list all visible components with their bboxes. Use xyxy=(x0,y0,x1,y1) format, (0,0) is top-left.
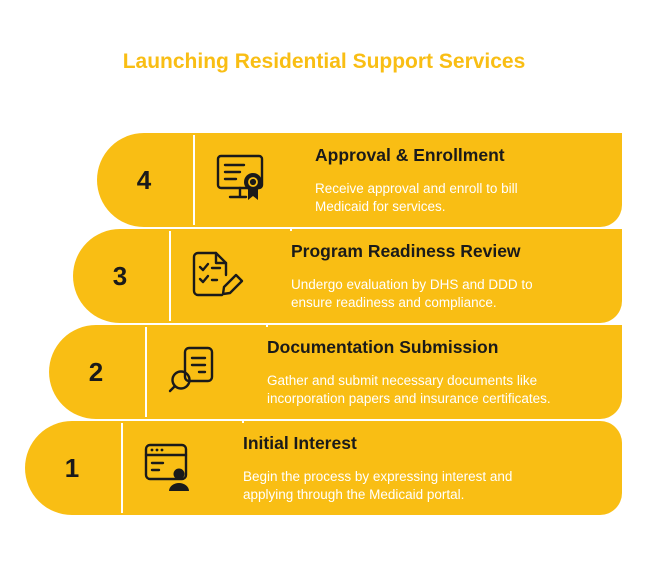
step-1: 1 Initial Interest Begin the process by … xyxy=(25,396,622,515)
step-3-desc-line-2: ensure readiness and compliance. xyxy=(291,295,497,310)
checklist-pen-icon xyxy=(192,251,244,297)
step-1-number: 1 xyxy=(65,453,79,483)
step-3-number: 3 xyxy=(113,261,127,291)
step-1-desc-line-1: Begin the process by expressing interest… xyxy=(243,469,512,484)
step-3-desc-line-1: Undergo evaluation by DHS and DDD to xyxy=(291,277,533,292)
document-search-icon xyxy=(168,346,214,393)
step-3-title: Program Readiness Review xyxy=(291,241,521,261)
diagram-title: Launching Residential Support Services xyxy=(122,50,526,73)
step-1-title: Initial Interest xyxy=(243,433,357,453)
step-2-desc-line-2: incorporation papers and insurance certi… xyxy=(267,391,551,406)
step-2-title: Documentation Submission xyxy=(267,337,498,357)
step-1-desc-line-2: applying through the Medicaid portal. xyxy=(243,487,464,502)
step-4-desc-line-2: Medicaid for services. xyxy=(315,199,446,214)
step-3: 3 Program Readiness Review Undergo evalu… xyxy=(73,204,622,323)
certificate-monitor-icon xyxy=(216,154,264,200)
step-2-number: 2 xyxy=(89,357,103,387)
step-4-number: 4 xyxy=(137,165,152,195)
browser-user-icon xyxy=(144,443,189,491)
step-2-desc-line-1: Gather and submit necessary documents li… xyxy=(267,373,537,388)
step-2: 2 Documentation Submission Gather and su… xyxy=(49,300,622,419)
step-4: 4 Approval & Enrollment Receive approval… xyxy=(97,133,622,227)
step-4-desc-line-1: Receive approval and enroll to bill xyxy=(315,181,518,196)
step-4-title: Approval & Enrollment xyxy=(315,145,505,165)
